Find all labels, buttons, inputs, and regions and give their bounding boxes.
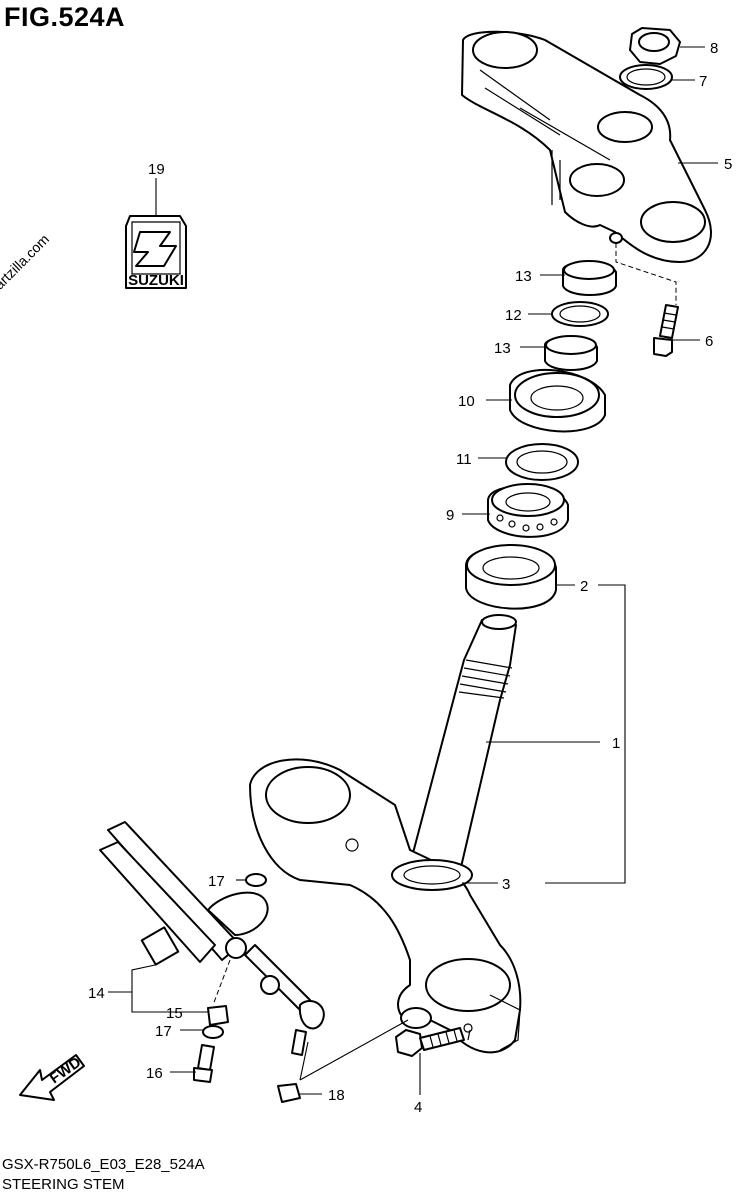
steering-damper xyxy=(99,821,325,1056)
lower-bracket xyxy=(249,758,522,1054)
bracket-nut xyxy=(277,1083,301,1103)
callout-18: 18 xyxy=(328,1087,345,1104)
callout-15: 15 xyxy=(166,1005,183,1022)
callout-6: 6 xyxy=(705,333,713,350)
callout-17-upper: 17 xyxy=(208,873,225,890)
callout-19: 19 xyxy=(148,161,165,178)
callout-16: 16 xyxy=(146,1065,163,1082)
damper-washer-upper xyxy=(245,873,267,887)
callout-11: 11 xyxy=(456,451,472,468)
bearing-race xyxy=(465,544,557,610)
callout-numbers: 1 2 3 4 5 6 7 8 9 10 11 12 13 13 14 15 1… xyxy=(88,40,732,1116)
damper-nut xyxy=(207,1005,229,1026)
callout-1: 1 xyxy=(612,735,620,752)
badge-label: SUZUKI xyxy=(128,272,184,289)
lock-washer xyxy=(551,301,609,327)
callout-17-lower: 17 xyxy=(155,1023,172,1040)
callout-8: 8 xyxy=(710,40,718,57)
damper-washer-lower xyxy=(202,1025,224,1039)
upper-bolt xyxy=(653,304,679,357)
callout-4: 4 xyxy=(414,1099,422,1116)
lock-nut-upper xyxy=(562,260,617,296)
damper-bolt xyxy=(193,1044,215,1083)
dust-seal xyxy=(509,368,606,433)
callout-7: 7 xyxy=(699,73,707,90)
top-nut xyxy=(629,27,681,65)
lock-nut-lower xyxy=(544,335,598,371)
section-name: STEERING STEM xyxy=(2,1176,125,1193)
suzuki-emblem: SUZUKI xyxy=(125,215,187,289)
callout-10: 10 xyxy=(458,393,475,410)
callout-13-upper: 13 xyxy=(515,268,532,285)
callout-3: 3 xyxy=(502,876,510,893)
callout-13-lower: 13 xyxy=(494,340,511,357)
forward-arrow-icon: FWD xyxy=(19,1054,85,1101)
callout-5: 5 xyxy=(724,156,732,173)
figure-title: FIG.524A xyxy=(4,2,126,32)
leader-lines xyxy=(108,46,718,1095)
callout-12: 12 xyxy=(505,307,522,324)
lower-bolt xyxy=(395,1027,465,1057)
seal-washer xyxy=(505,443,579,481)
callout-9: 9 xyxy=(446,507,454,524)
model-code: GSX-R750L6_E03_E28_524A xyxy=(2,1156,205,1173)
upper-bracket xyxy=(461,30,712,263)
callout-2: 2 xyxy=(580,578,588,595)
steering-stem-tube xyxy=(407,614,517,881)
upper-bearing xyxy=(487,483,569,538)
callout-14: 14 xyxy=(88,985,105,1002)
